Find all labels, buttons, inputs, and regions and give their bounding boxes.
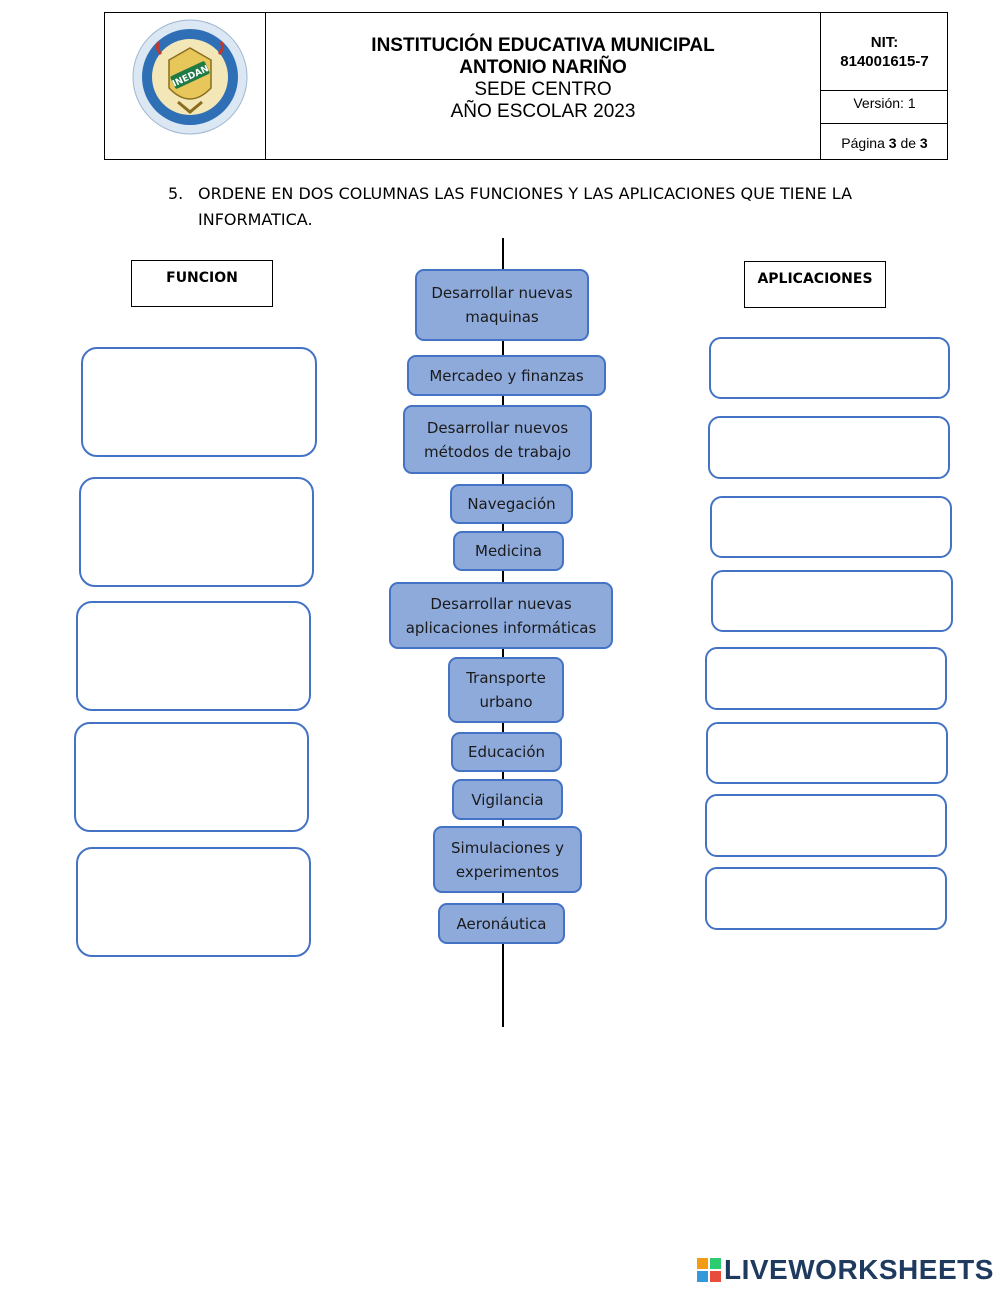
funcion-drop-slot-3[interactable] <box>76 601 311 711</box>
item-desarrollar-nuevas-aplicaciones[interactable]: Desarrollar nuevas aplicaciones informát… <box>389 582 613 649</box>
page-prefix: Página <box>841 135 889 151</box>
funcion-drop-slot-2[interactable] <box>79 477 314 587</box>
item-desarrollar-nuevas-maquinas[interactable]: Desarrollar nuevas maquinas <box>415 269 589 341</box>
institution-name-line2: ANTONIO NARIÑO <box>459 57 627 78</box>
question-text: ORDENE EN DOS COLUMNAS LAS FUNCIONES Y L… <box>198 184 853 229</box>
item-desarrollar-nuevos-metodos[interactable]: Desarrollar nuevos métodos de trabajo <box>403 405 592 474</box>
funcion-drop-slot-1[interactable] <box>81 347 317 457</box>
item-educacion[interactable]: Educación <box>451 732 562 772</box>
aplicaciones-drop-slot-8[interactable] <box>705 867 947 930</box>
campus-name: SEDE CENTRO <box>474 79 612 100</box>
funcion-drop-slot-5[interactable] <box>76 847 311 957</box>
funcion-column-label: FUNCION <box>131 260 273 307</box>
item-mercadeo-y-finanzas[interactable]: Mercadeo y finanzas <box>407 355 606 396</box>
page-mid: de <box>896 135 920 151</box>
nit-value: 814001615-7 <box>840 53 929 70</box>
header-meta-cell: NIT: 814001615-7 Versión: 1 Página 3 de … <box>821 13 948 159</box>
nit-label: NIT: <box>870 34 899 51</box>
document-header: INEDAN INSTITUCIÓN EDUCATIVA MUNICIPAL A… <box>104 12 948 160</box>
aplicaciones-drop-slot-1[interactable] <box>709 337 950 399</box>
aplicaciones-drop-slot-6[interactable] <box>706 722 948 784</box>
item-vigilancia[interactable]: Vigilancia <box>452 779 563 820</box>
institution-name-line1: INSTITUCIÓN EDUCATIVA MUNICIPAL <box>371 35 715 56</box>
aplicaciones-drop-slot-5[interactable] <box>705 647 947 710</box>
header-title-cell: INSTITUCIÓN EDUCATIVA MUNICIPAL ANTONIO … <box>266 13 821 159</box>
version-label: Versión: 1 <box>821 91 948 124</box>
liveworksheets-brand: LIVEWORKSHEETS <box>724 1254 994 1285</box>
funcion-drop-slot-4[interactable] <box>74 722 309 832</box>
liveworksheets-logo-icon <box>697 1258 721 1282</box>
item-transporte-urbano[interactable]: Transporte urbano <box>448 657 564 723</box>
school-year: AÑO ESCOLAR 2023 <box>450 101 636 122</box>
page-current: 3 <box>888 135 897 151</box>
aplicaciones-drop-slot-3[interactable] <box>710 496 952 558</box>
aplicaciones-column-label: APLICACIONES <box>744 261 886 308</box>
aplicaciones-drop-slot-2[interactable] <box>708 416 950 479</box>
nit-box: NIT: 814001615-7 <box>821 13 948 91</box>
item-medicina[interactable]: Medicina <box>453 531 564 571</box>
item-navegacion[interactable]: Navegación <box>450 484 573 524</box>
aplicaciones-drop-slot-4[interactable] <box>711 570 953 632</box>
item-simulaciones-y-experimentos[interactable]: Simulaciones y experimentos <box>433 826 582 893</box>
logo-cell: INEDAN <box>105 13 266 159</box>
aplicaciones-drop-slot-7[interactable] <box>705 794 947 857</box>
page-total: 3 <box>919 135 928 151</box>
question-number: 5. <box>168 184 184 203</box>
page-indicator: Página 3 de 3 <box>821 124 948 159</box>
item-aeronautica[interactable]: Aeronáutica <box>438 903 565 944</box>
school-crest-logo: INEDAN <box>132 19 248 135</box>
